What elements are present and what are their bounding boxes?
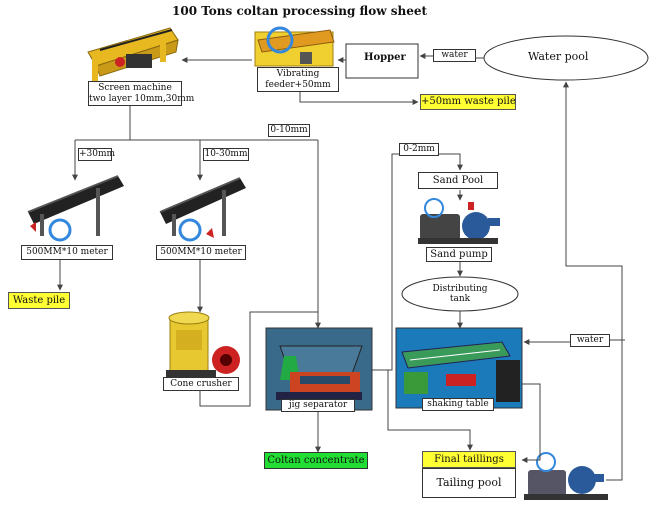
- vibrating-feeder-sub: feeder+50mm: [265, 80, 331, 90]
- jig-separator-label: jig separator: [281, 399, 355, 412]
- vibrating-feeder-illustration: [254, 26, 335, 67]
- plus30-label: +30mm: [78, 148, 116, 161]
- tailing-pool-label: Tailing pool: [422, 468, 516, 498]
- screen-machine-title: Screen machine: [98, 83, 172, 93]
- distributing-tank-title: Distributing: [432, 284, 488, 294]
- conveyor-1-label: 500MM*10 meter: [21, 245, 113, 260]
- sand-pool-label: Sand Pool: [418, 172, 498, 189]
- jig-separator-illustration: [265, 327, 373, 411]
- conveyor-2-illustration: [159, 177, 246, 242]
- vibrating-feeder-title: Vibrating: [276, 69, 320, 79]
- distributing-tank-sub: tank: [449, 294, 471, 304]
- conveyor-1-illustration: [27, 175, 124, 242]
- vibrating-feeder-label: Vibrating feeder+50mm: [257, 67, 339, 92]
- final-taillings-label: Final taillings: [422, 451, 516, 468]
- conveyor-2-label: 500MM*10 meter: [156, 245, 246, 260]
- waste-50mm-label: +50mm waste pile: [420, 94, 516, 110]
- water-pool-label: Water pool: [528, 50, 589, 63]
- screen-machine-label: Screen machine two layer 10mm,30mm: [88, 81, 195, 106]
- water-top-label: water: [433, 49, 476, 62]
- sand-pump-label: Sand pump: [426, 247, 492, 262]
- range-10-30-label: 10-30mm: [203, 148, 249, 161]
- hopper-box: [345, 43, 419, 79]
- screen-machine-sub: two layer 10mm,30mm: [89, 94, 195, 104]
- water-right-label: water: [570, 334, 610, 347]
- sand-pump-illustration: [418, 198, 500, 244]
- tailing-pump-illustration: [524, 452, 608, 500]
- hopper-label: Hopper: [364, 52, 406, 63]
- range-0-2-label: 0-2mm: [399, 143, 439, 156]
- screen-machine-illustration: [87, 27, 179, 82]
- cone-crusher-illustration: [166, 311, 240, 378]
- waste-pile-label: Waste pile: [8, 292, 70, 309]
- connectors: [57, 53, 625, 481]
- diagram-title: 100 Tons coltan processing flow sheet: [172, 4, 428, 18]
- shaking-table-illustration: [395, 327, 523, 409]
- range-0-10-label: 0-10mm: [268, 124, 310, 137]
- cone-crusher-label: Cone crusher: [163, 377, 239, 391]
- coltan-concentrate-label: Coltan concentrate: [264, 452, 368, 469]
- shaking-table-label: shaking table: [422, 398, 494, 411]
- distributing-tank-label: Distributing tank: [430, 284, 490, 304]
